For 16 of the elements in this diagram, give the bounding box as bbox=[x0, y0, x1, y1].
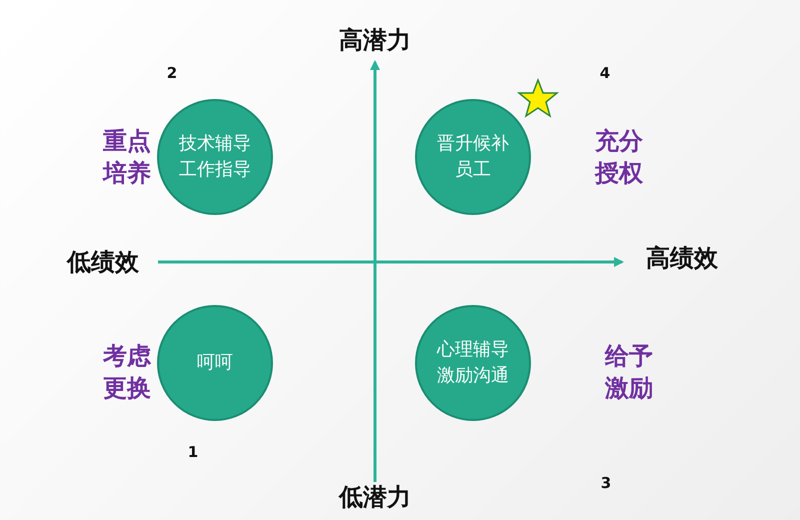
quadrant-number: 1 bbox=[188, 443, 198, 461]
action-label: 重点培养 bbox=[102, 126, 152, 189]
quadrant-number: 3 bbox=[600, 474, 612, 492]
quadrant-number: 4 bbox=[600, 64, 610, 82]
axis-label: 低绩效 bbox=[67, 247, 139, 278]
axis-label: 低潜力 bbox=[339, 482, 411, 513]
action-label: 充分授权 bbox=[594, 126, 644, 189]
node-text: 技术辅导工作指导 bbox=[178, 132, 252, 182]
action-label: 给予激励 bbox=[604, 341, 654, 404]
axis-label: 高绩效 bbox=[646, 243, 718, 274]
node-text: 呵呵 bbox=[196, 351, 234, 375]
quadrant-number: 2 bbox=[166, 64, 178, 82]
action-label: 考虑更换 bbox=[102, 341, 152, 404]
axis-label: 高潜力 bbox=[339, 25, 411, 56]
node-text: 晋升候补员工 bbox=[436, 132, 510, 182]
node-text: 心理辅导激励沟通 bbox=[436, 338, 510, 388]
